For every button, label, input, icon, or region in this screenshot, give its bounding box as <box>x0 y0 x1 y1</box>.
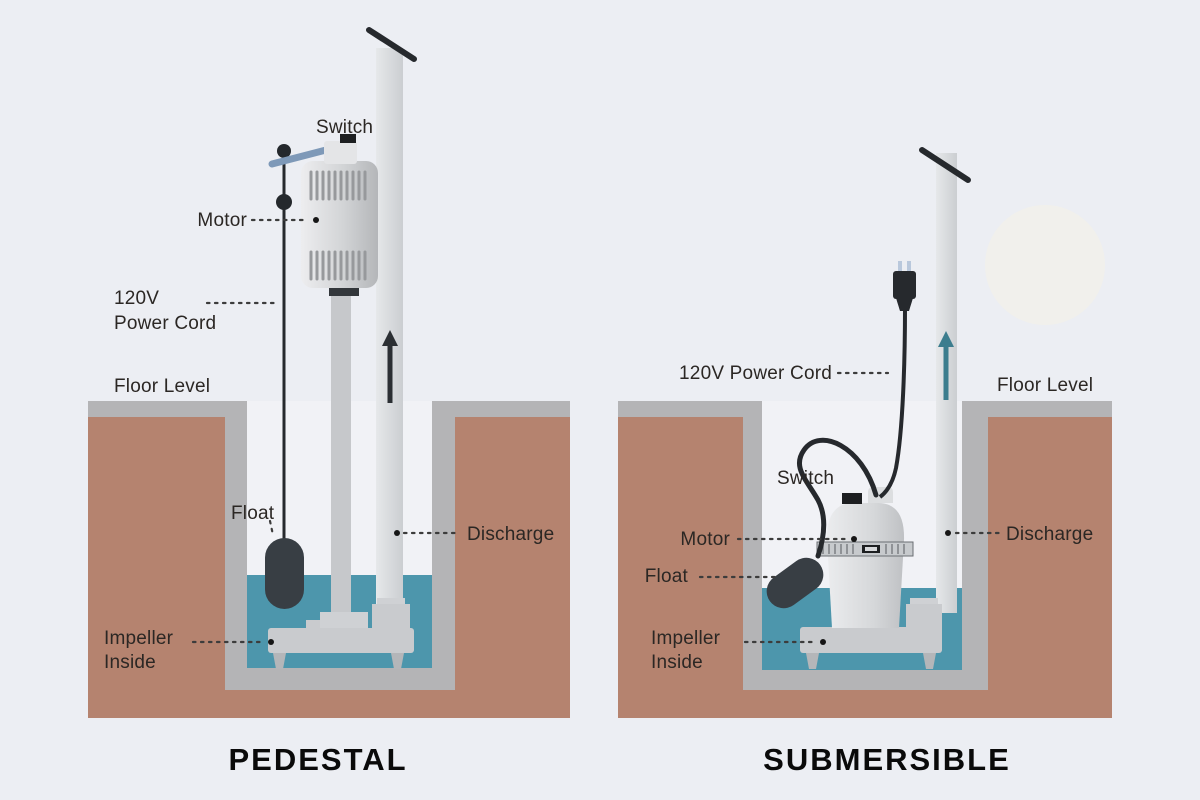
plug-prong <box>898 261 902 273</box>
impeller-label-line1: Impeller <box>651 628 721 649</box>
leader-dot <box>820 639 826 645</box>
pump-base <box>268 598 414 669</box>
pipe-outlet-elbow <box>919 147 971 183</box>
power-cord-label-line1: 120V <box>114 288 160 309</box>
flow-arrow <box>382 330 398 403</box>
switch-cap <box>340 134 356 143</box>
switch-label: Switch <box>777 468 835 489</box>
float-lever <box>268 146 330 168</box>
leader-dot <box>945 530 951 536</box>
motor-label: Motor <box>197 210 247 231</box>
pedestal-title: PEDESTAL <box>228 742 408 777</box>
pump-leg <box>923 653 936 669</box>
pedestal-diagram <box>88 27 570 718</box>
clamp-band <box>816 541 914 557</box>
impeller-label-line1: Impeller <box>104 628 174 649</box>
switch-label: Switch <box>316 117 374 138</box>
power-cord-label: 120V Power Cord <box>114 286 216 336</box>
discharge-pipe <box>376 48 403 613</box>
pump-tank <box>826 503 905 628</box>
impeller-label-line2: Inside <box>651 652 703 673</box>
discharge-connector <box>906 604 942 630</box>
leader-lines <box>698 371 1002 644</box>
motor-cap <box>324 141 357 164</box>
float <box>766 557 824 609</box>
leader-dot <box>394 530 400 536</box>
discharge-label: Discharge <box>1006 524 1094 545</box>
switch-cable <box>796 437 879 559</box>
motor-label: Motor <box>680 529 730 550</box>
float-label: Float <box>231 503 275 524</box>
pump-leg <box>391 653 404 669</box>
flow-arrow <box>938 331 954 400</box>
pedestal-column <box>331 290 351 635</box>
background-highlight <box>985 205 1105 325</box>
power-cord <box>878 261 916 499</box>
pump-leg <box>806 653 819 669</box>
motor-housing <box>301 134 378 296</box>
impeller-label: Impeller Inside <box>104 627 173 675</box>
leader-dot <box>313 217 319 223</box>
pump-leg <box>273 653 286 669</box>
power-cord-label-line2: Power Cord <box>114 313 217 334</box>
leader-dot <box>851 536 857 542</box>
impeller-label: Impeller Inside <box>651 627 720 675</box>
submersible-title: SUBMERSIBLE <box>763 742 1011 777</box>
pump-base <box>800 598 942 669</box>
leader-float <box>268 519 275 537</box>
leader-dot <box>268 639 274 645</box>
power-plug <box>893 271 916 299</box>
motor-vents <box>309 170 367 281</box>
float-label: Float <box>644 566 688 587</box>
submersible-diagram <box>618 147 1112 718</box>
switch-cap <box>842 493 862 504</box>
rod-stop <box>277 144 291 158</box>
pipe-outlet-elbow <box>366 27 417 62</box>
floor-level-label: Floor Level <box>997 375 1094 396</box>
leader-lines <box>191 218 462 644</box>
discharge-label: Discharge <box>467 524 555 545</box>
floor-level-label: Floor Level <box>114 376 211 397</box>
impeller-label-line2: Inside <box>104 652 156 673</box>
power-cord-label: 120V Power Cord <box>679 363 832 384</box>
float <box>265 538 304 609</box>
rod-stop <box>276 194 292 210</box>
plug-prong <box>907 261 911 273</box>
